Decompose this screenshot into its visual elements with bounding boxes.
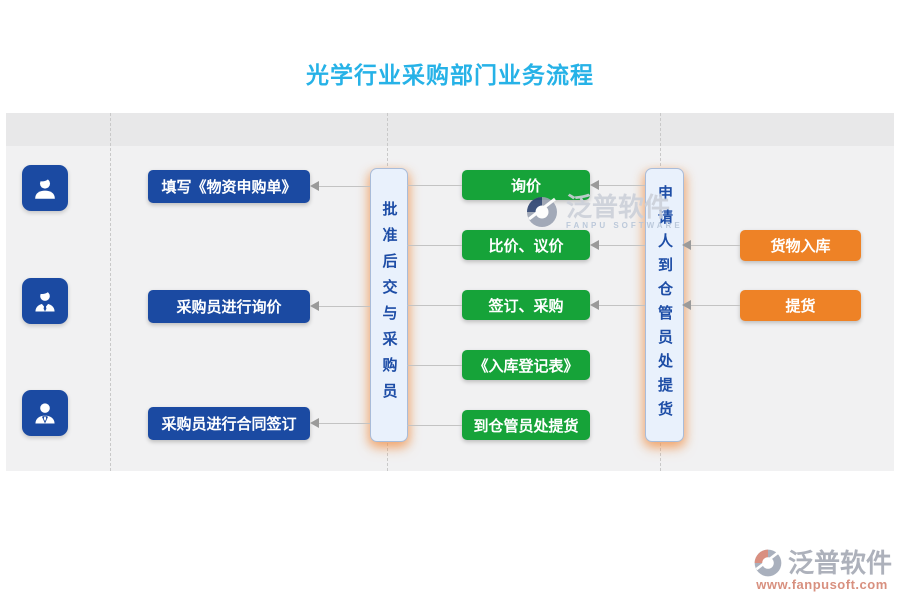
actor-buyer	[22, 278, 68, 324]
connector-line	[407, 365, 462, 366]
person-tie-icon	[35, 290, 55, 312]
arrowhead-left-icon	[590, 180, 599, 190]
band-top-strip	[6, 113, 894, 146]
step-sign-procure: 签订、采购	[462, 290, 590, 320]
actor-warehouse-keeper	[22, 390, 68, 436]
center-watermark: 泛普软件 FANPU SOFTWARE	[524, 194, 683, 230]
step-inquiry: 询价	[462, 170, 590, 200]
step-goods-into-warehouse: 货物入库	[740, 230, 861, 261]
connector-line	[318, 186, 370, 187]
connector-line	[318, 423, 370, 424]
arrowhead-left-icon	[310, 301, 319, 311]
connector-line	[598, 185, 645, 186]
connector-line	[407, 425, 462, 426]
connector-line	[407, 185, 462, 186]
connector-line	[598, 245, 645, 246]
fanpu-logo-icon	[527, 197, 557, 227]
gate-left-label: 批准后交与采购员	[380, 201, 398, 409]
step-pickup-at-warehouse-keeper: 到仓管员处提货	[462, 410, 590, 440]
watermark-brand-en: FANPU SOFTWARE	[566, 221, 683, 230]
fanpu-logo-icon	[754, 549, 782, 577]
arrowhead-left-icon	[310, 181, 319, 191]
step-warehouse-entry-form: 《入库登记表》	[462, 350, 590, 380]
watermark-brand-text: 泛普软件	[566, 192, 671, 222]
connector-line	[407, 245, 462, 246]
person-icon	[35, 177, 55, 199]
arrowhead-left-icon	[310, 418, 319, 428]
step-buyer-contract-signing: 采购员进行合同签订	[148, 407, 310, 440]
actor-requester	[22, 165, 68, 211]
connector-line	[318, 306, 370, 307]
connector-line	[690, 245, 740, 246]
step-compare-negotiate: 比价、议价	[462, 230, 590, 260]
page-title: 光学行业采购部门业务流程	[306, 62, 594, 88]
arrowhead-left-icon	[682, 240, 691, 250]
lane-divider-left	[110, 113, 111, 471]
arrowhead-left-icon	[590, 300, 599, 310]
person-suit-icon	[35, 403, 55, 424]
arrowhead-left-icon	[682, 300, 691, 310]
connector-line	[598, 305, 645, 306]
footer-url-text: www.fanpusoft.com	[756, 577, 888, 592]
gate-right-label: 申请人到仓管员处提货	[656, 185, 673, 425]
connector-line	[407, 305, 462, 306]
step-buyer-inquiry: 采购员进行询价	[148, 290, 310, 323]
step-fill-purchase-request: 填写《物资申购单》	[148, 170, 310, 203]
footer-watermark: 泛普软件 www.fanpusoft.com	[752, 547, 892, 592]
footer-brand-text: 泛普软件	[788, 548, 893, 578]
gate-approve-hand-to-buyer: 批准后交与采购员	[370, 168, 408, 442]
arrowhead-left-icon	[590, 240, 599, 250]
connector-line	[690, 305, 740, 306]
step-pick-up-goods: 提货	[740, 290, 861, 321]
